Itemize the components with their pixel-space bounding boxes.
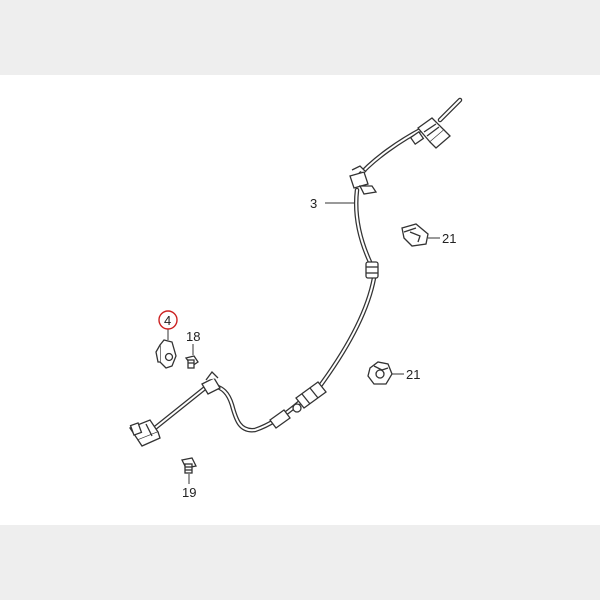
callout-part-19: 19 bbox=[182, 485, 196, 500]
highlight-ring bbox=[158, 310, 178, 330]
bolt-19 bbox=[181, 457, 197, 474]
clip-21-upper bbox=[401, 223, 429, 247]
callout-part-3: 3 bbox=[310, 196, 317, 211]
wheel-speed-sensor bbox=[129, 419, 161, 447]
diagram-canvas bbox=[0, 75, 600, 525]
callout-part-21-upper: 21 bbox=[442, 231, 456, 246]
callout-part-21-lower: 21 bbox=[406, 367, 420, 382]
leader-lines bbox=[167, 202, 440, 484]
upper-connector bbox=[409, 117, 451, 149]
bracket-part bbox=[155, 339, 177, 369]
cable-grommet-lower bbox=[269, 381, 327, 429]
clip-21-lower bbox=[367, 361, 393, 385]
cable-clip-upper bbox=[349, 165, 378, 195]
bolt-18 bbox=[184, 355, 199, 369]
sensor-cable bbox=[152, 123, 431, 433]
cable-clip-lower bbox=[201, 371, 221, 395]
cable-grommet-mid bbox=[365, 261, 379, 279]
callout-part-18: 18 bbox=[186, 329, 200, 344]
upper-connector-lead bbox=[437, 97, 463, 123]
callout-part-4: 4 bbox=[164, 313, 171, 328]
